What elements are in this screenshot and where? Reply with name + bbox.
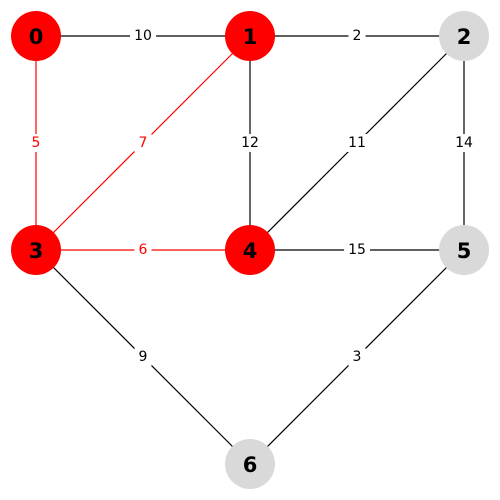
edge-label-background — [134, 348, 152, 366]
edge-weight-0-3: 5 — [32, 135, 41, 151]
edge-weight-4-5: 15 — [348, 242, 366, 258]
node-circle-2 — [439, 11, 489, 61]
node-5: 5 — [439, 225, 489, 275]
edge-weight-2-4: 11 — [348, 135, 366, 151]
edge-weight-2-5: 14 — [455, 135, 473, 151]
edge-weight-1-3: 7 — [139, 135, 148, 151]
node-label-1: 1 — [243, 25, 258, 49]
node-label-6: 6 — [243, 453, 258, 477]
node-6: 6 — [225, 439, 275, 489]
edge-weight-0-1: 10 — [134, 28, 152, 44]
node-circle-3 — [11, 225, 61, 275]
node-label-5: 5 — [457, 239, 472, 263]
edge-label-background — [344, 134, 370, 152]
edge-label-background — [237, 134, 263, 152]
node-0: 0 — [11, 11, 61, 61]
node-label-3: 3 — [29, 239, 44, 263]
edge-label-background — [130, 27, 156, 45]
node-label-4: 4 — [243, 239, 258, 263]
edge-label-background — [27, 134, 45, 152]
node-circle-0 — [11, 11, 61, 61]
node-circle-5 — [439, 225, 489, 275]
node-3: 3 — [11, 225, 61, 275]
edge-weight-3-4: 6 — [139, 242, 148, 258]
edge-weight-5-6: 3 — [353, 349, 362, 365]
edge-label-background — [344, 241, 370, 259]
node-circle-6 — [225, 439, 275, 489]
node-circle-4 — [225, 225, 275, 275]
node-label-0: 0 — [29, 25, 44, 49]
edge-label-background — [134, 134, 152, 152]
edge-label-background — [348, 348, 366, 366]
edge-weight-1-4: 12 — [241, 135, 259, 151]
node-label-2: 2 — [457, 25, 472, 49]
edge-weight-1-2: 2 — [353, 28, 362, 44]
edge-label-background — [134, 241, 152, 259]
edge-weight-3-6: 9 — [139, 349, 148, 365]
node-2: 2 — [439, 11, 489, 61]
edge-label-background — [451, 134, 477, 152]
node-circle-1 — [225, 11, 275, 61]
node-4: 4 — [225, 225, 275, 275]
node-1: 1 — [225, 11, 275, 61]
edge-label-background — [348, 27, 366, 45]
